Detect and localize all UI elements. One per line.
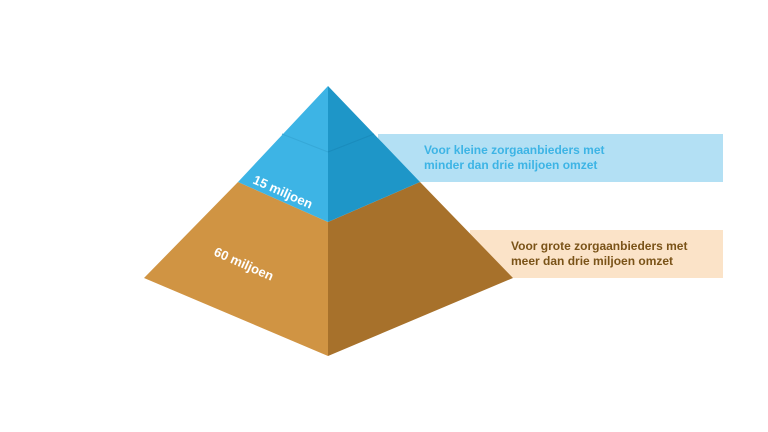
small-providers-left-face xyxy=(238,86,328,222)
tip-edge-right xyxy=(327,133,375,153)
tip-edge-left xyxy=(281,133,329,153)
large-providers-band: Voor grote zorgaanbieders met meer dan d… xyxy=(470,230,723,278)
small-providers-description-line2: minder dan drie miljoen omzet xyxy=(424,158,598,172)
large-providers-right-face xyxy=(328,182,513,356)
large-providers-left-face xyxy=(144,182,328,356)
small-providers-band: Voor kleine zorgaanbieders met minder da… xyxy=(378,134,723,182)
small-providers-description-line1: Voor kleine zorgaanbieders met xyxy=(424,143,605,157)
small-providers-right-face xyxy=(328,86,420,222)
large-providers-description-line2: meer dan drie miljoen omzet xyxy=(511,254,674,268)
large-providers-description-line1: Voor grote zorgaanbieders met xyxy=(511,239,688,253)
